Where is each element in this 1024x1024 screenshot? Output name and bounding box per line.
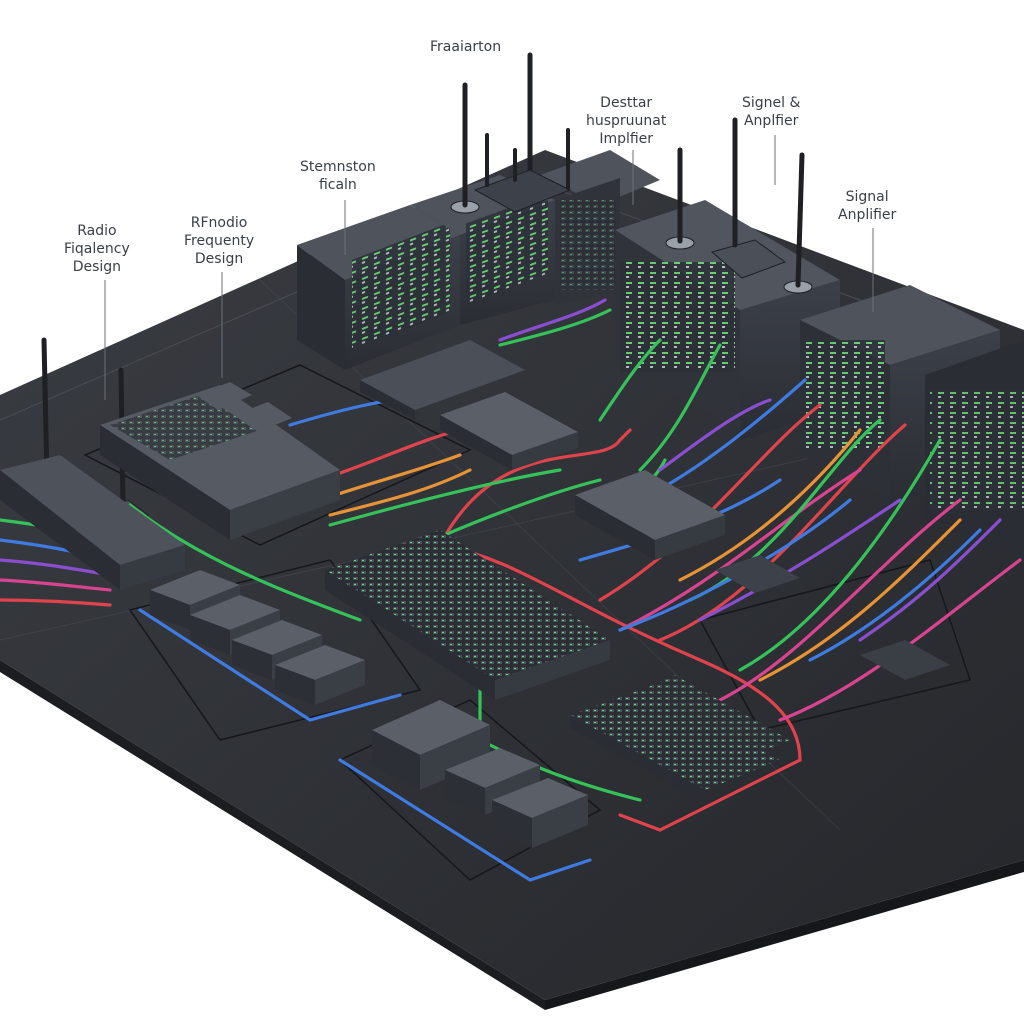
label-center-left: Stemnston ficaln: [300, 158, 376, 194]
network-switch-icon: [0, 340, 950, 802]
label-line: Design: [72, 259, 122, 275]
label-line: Stemnston: [300, 159, 376, 175]
label-line: Anplifier: [838, 207, 897, 223]
label-left-1: Radio Fiqalency Design: [64, 222, 130, 276]
label-line: RF​nodio: [190, 215, 248, 231]
label-line: Design: [194, 251, 244, 267]
label-line: Desttar: [600, 95, 653, 111]
label-top-right-2: Signel & Anplfier: [742, 94, 800, 130]
label-line: Fiqalency: [64, 241, 130, 257]
label-line: Anplfier: [743, 113, 799, 129]
label-top-right-1: Desttar huspruunat Implfier: [586, 94, 666, 148]
label-line: Radio: [77, 223, 117, 239]
label-line: Signal: [845, 189, 889, 205]
label-top-center: Fraaiarton: [430, 38, 501, 56]
label-line: Frequenty: [184, 233, 255, 249]
label-line: huspruunat: [586, 113, 667, 129]
label-left-2: RF​nodio Frequenty Design: [184, 214, 254, 268]
label-line: Signel &: [742, 95, 801, 111]
label-line: ficaln: [318, 177, 357, 193]
label-text: Fraaiarton: [430, 39, 502, 55]
amplifier-module-icon: [150, 570, 588, 848]
label-right: Signal Anplifier: [838, 188, 896, 224]
label-line: Implfier: [599, 131, 654, 147]
label-leaders: [104, 135, 874, 400]
rack-server-icon: [297, 150, 1024, 560]
